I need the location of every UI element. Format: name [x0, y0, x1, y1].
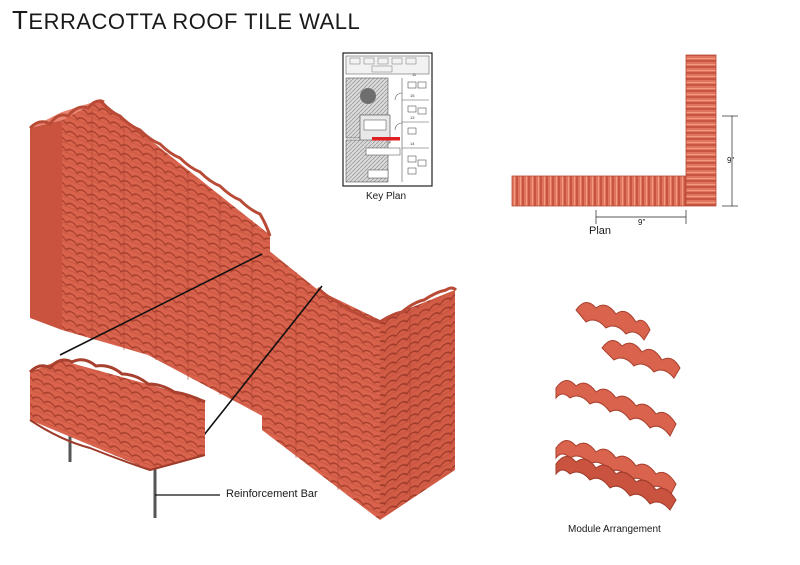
wall-face-left [62, 100, 270, 420]
wall-face-middle [262, 245, 380, 520]
wall-return-left [30, 120, 62, 330]
dimension-horizontal: 9" [638, 218, 646, 227]
key-plan-highlight [372, 137, 400, 141]
detail-tile-stack [30, 360, 205, 470]
plan-wall-vertical [685, 54, 717, 207]
wall-face-right [380, 290, 455, 520]
plan-wall-horizontal [511, 175, 687, 207]
key-plan-label: Key Plan [366, 191, 407, 202]
terracotta-wall-isometric [28, 99, 458, 520]
key-plan-drawing: 11 15 13 14 [342, 52, 433, 187]
module-tile-2 [601, 340, 681, 379]
module-arrangement-label: Module Arrangement [568, 524, 661, 535]
room-number: 13 [410, 115, 415, 120]
module-tile-1 [575, 302, 651, 341]
module-arrangement [555, 302, 681, 511]
plan-label: Plan [589, 225, 612, 237]
callout-line-right [199, 285, 323, 441]
plan-drawing [511, 54, 738, 224]
reinforcement-detail [28, 358, 220, 518]
callout-line-left [59, 253, 263, 356]
room-number: 14 [410, 141, 415, 146]
page-title: TERRACOTTA ROOF TILE WALL [12, 5, 361, 35]
module-tile-stack [555, 440, 677, 511]
room-number: 15 [410, 93, 415, 98]
module-tile-3 [555, 380, 677, 437]
reinforcement-bar-label: Reinforcement Bar [226, 488, 318, 500]
dimension-vertical: 9" [727, 156, 735, 165]
room-number: 11 [412, 72, 417, 77]
